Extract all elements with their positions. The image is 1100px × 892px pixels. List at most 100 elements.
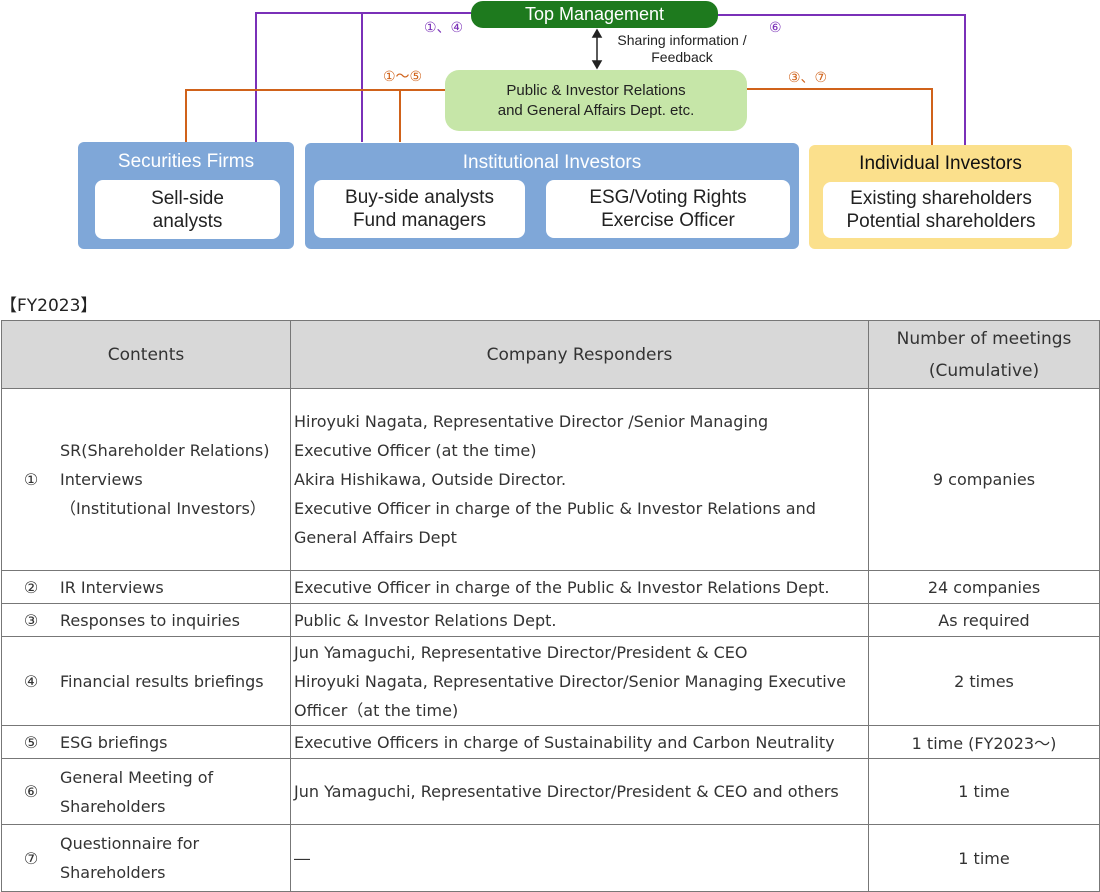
sellside-line2: analysts bbox=[152, 210, 223, 232]
contents-line: （Institutional Investors） bbox=[60, 499, 266, 518]
row-number: ④ bbox=[23, 671, 39, 691]
securities-firms-title: Securities Firms bbox=[117, 151, 255, 172]
orange-line-individual bbox=[747, 88, 933, 145]
individual-investors-group: Individual Investors Existing shareholde… bbox=[809, 145, 1072, 249]
cell-contents: ② IR Interviews bbox=[1, 570, 291, 604]
label-1-5: ①〜⑤ bbox=[383, 68, 423, 84]
securities-firms-group: Securities Firms Sell-side analysts bbox=[78, 142, 294, 249]
shareholders-box: Existing shareholders Potential sharehol… bbox=[823, 182, 1059, 238]
contents-line: SR(Shareholder Relations) bbox=[60, 441, 270, 460]
sellside-analysts-box: Sell-side analysts bbox=[95, 180, 280, 239]
purple-line-securities bbox=[255, 12, 471, 142]
sharing-feedback-label: Sharing information / Feedback bbox=[607, 32, 757, 66]
cell-meetings: 24 companies bbox=[868, 570, 1100, 604]
row-number: ① bbox=[23, 470, 39, 489]
cell-contents: ⑤ ESG briefings bbox=[1, 725, 291, 759]
table-row: ⑤ ESG briefings Executive Officers in char… bbox=[1, 725, 1100, 759]
cell-contents: ⑥ General Meeting of Shareholders bbox=[1, 758, 291, 825]
existing-line2: Potential shareholders bbox=[846, 211, 1036, 232]
top-management-label: Top Management bbox=[524, 4, 665, 24]
connector-lines bbox=[185, 12, 966, 145]
responder-line: Jun Yamaguchi, Representative Director/P… bbox=[294, 782, 839, 801]
esg-officer-box: ESG/Voting Rights Exercise Officer bbox=[546, 180, 790, 238]
contents-line: Shareholders bbox=[60, 863, 166, 882]
pir-dept-box: Public & Investor Relations and General … bbox=[445, 70, 747, 131]
cell-meetings: 9 companies bbox=[868, 388, 1100, 571]
header-meetings-line2: (Cumulative) bbox=[928, 360, 1040, 381]
sellside-line1: Sell-side bbox=[151, 187, 224, 209]
responder-line: Executive Officers in charge of Sustaina… bbox=[294, 732, 835, 752]
header-responders: Company Responders bbox=[290, 320, 869, 389]
pir-line2: and General Affairs Dept. etc. bbox=[497, 101, 695, 119]
responder-line: Executive Officer in charge of the Publi… bbox=[294, 577, 830, 597]
responder-line: Akira Hishikawa, Outside Director. bbox=[294, 470, 567, 489]
buyside-box: Buy-side analysts Fund managers bbox=[314, 180, 525, 238]
institutional-investors-group: Institutional Investors Buy-side analyst… bbox=[305, 143, 799, 249]
responder-line: Officer（at the time) bbox=[294, 700, 459, 720]
esg-line1: ESG/Voting Rights bbox=[589, 187, 747, 208]
ir-activities-table: Contents Company Responders Number of me… bbox=[1, 320, 1100, 892]
label-1-4: ①、④ bbox=[424, 19, 464, 35]
buyside-line2: Fund managers bbox=[352, 210, 487, 231]
table-header-row: Contents Company Responders Number of me… bbox=[1, 320, 1100, 389]
row-number: ② bbox=[23, 577, 39, 597]
contents-line: Interviews bbox=[60, 470, 143, 489]
contents-line: Shareholders bbox=[60, 796, 166, 816]
pir-line1: Public & Investor Relations bbox=[506, 81, 686, 99]
table-body: ① SR(Shareholder Relations) Interviews （Ins… bbox=[1, 388, 1100, 892]
contents-text: SR(Shareholder Relations) Interviews （Inst… bbox=[60, 436, 269, 523]
sharing-line1: Sharing information / bbox=[617, 32, 747, 48]
cell-meetings: 1 time (FY2023〜) bbox=[868, 725, 1100, 759]
responder-line: Jun Yamaguchi, Representative Director/P… bbox=[294, 642, 748, 662]
ir-structure-diagram: Top Management Sharing information / Fee… bbox=[0, 0, 1100, 260]
responder-line: Hiroyuki Nagata, Representative Director… bbox=[294, 412, 769, 431]
cell-contents: ① SR(Shareholder Relations) Interviews （Ins… bbox=[1, 388, 291, 571]
contents-line: Responses to inquiries bbox=[60, 610, 240, 630]
contents-text: IR Interviews bbox=[60, 573, 164, 602]
sharing-arrow bbox=[591, 28, 603, 70]
orange-line-securities bbox=[185, 89, 445, 142]
header-meetings: Number of meetings (Cumulative) bbox=[868, 320, 1100, 389]
cell-meetings: 2 times bbox=[868, 636, 1100, 726]
contents-line: IR Interviews bbox=[60, 577, 164, 597]
cell-responders: Jun Yamaguchi, Representative Director/P… bbox=[290, 636, 869, 726]
cell-responders: Public & Investor Relations Dept. bbox=[290, 603, 869, 637]
individual-investors-title: Individual Investors bbox=[859, 153, 1022, 174]
label-3-7: ③、⑦ bbox=[788, 69, 828, 85]
responder-line: Hiroyuki Nagata, Representative Director… bbox=[294, 671, 847, 691]
row-number: ③ bbox=[23, 610, 39, 630]
header-contents: Contents bbox=[1, 320, 291, 389]
responder-line: Executive Officer in charge of the Publi… bbox=[294, 499, 816, 518]
cell-responders: Executive Officers in charge of Sustaina… bbox=[290, 725, 869, 759]
label-6: ⑥ bbox=[769, 19, 782, 35]
row-number: ⑤ bbox=[23, 732, 39, 752]
contents-line: ESG briefings bbox=[60, 732, 168, 752]
table-row: ① SR(Shareholder Relations) Interviews （Ins… bbox=[1, 388, 1100, 571]
cell-contents: ③ Responses to inquiries bbox=[1, 603, 291, 637]
buyside-line1: Buy-side analysts bbox=[345, 187, 494, 208]
table-row: ⑥ General Meeting of Shareholders Jun Yamag… bbox=[1, 758, 1100, 825]
table-row: ② IR Interviews Executive Officer in charg… bbox=[1, 570, 1100, 604]
table-row: ③ Responses to inquiries Public & Investor… bbox=[1, 603, 1100, 637]
contents-text: Responses to inquiries bbox=[60, 606, 240, 635]
responder-line: Public & Investor Relations Dept. bbox=[294, 610, 557, 630]
contents-line: Questionnaire for bbox=[60, 834, 200, 853]
responder-line: General Affairs Dept bbox=[294, 528, 457, 547]
contents-line: General Meeting of bbox=[60, 767, 214, 787]
contents-text: General Meeting of Shareholders bbox=[60, 763, 213, 821]
cell-responders: Jun Yamaguchi, Representative Director/P… bbox=[290, 758, 869, 825]
purple-line-individual bbox=[718, 14, 966, 145]
cell-responders: Executive Officer in charge of the Publi… bbox=[290, 570, 869, 604]
existing-line1: Existing shareholders bbox=[850, 188, 1032, 209]
fy-label: 【FY2023】 bbox=[0, 296, 98, 316]
responder-line: ― bbox=[294, 848, 310, 868]
esg-line2: Exercise Officer bbox=[601, 210, 735, 231]
cell-meetings: As required bbox=[868, 603, 1100, 637]
responder-line: Executive Officer (at the time) bbox=[294, 441, 537, 460]
row-number: ⑥ bbox=[23, 782, 39, 801]
cell-responders: ― bbox=[290, 824, 869, 892]
